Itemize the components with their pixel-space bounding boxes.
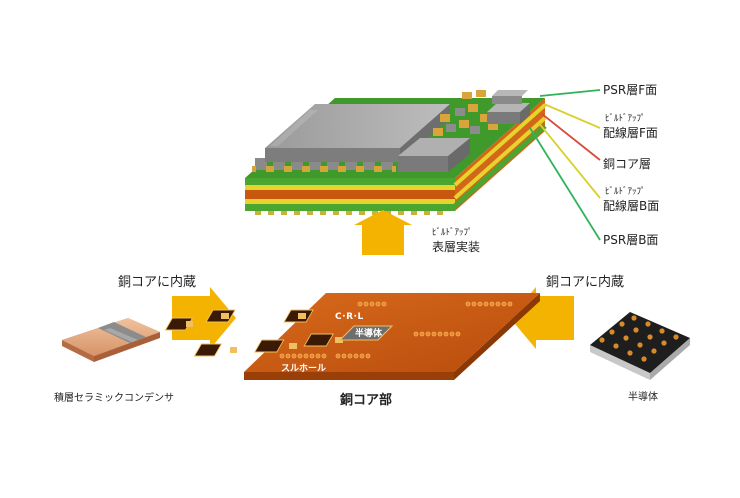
board-bottom-pads — [255, 211, 443, 215]
label-embed-right: 銅コアに内蔵 — [546, 275, 625, 290]
mid-ic-block — [398, 138, 470, 172]
label-through-hole: スルホール — [281, 364, 327, 374]
label-buildup-f-line1: ﾋﾞﾙﾄﾞｱｯﾌﾟ — [605, 114, 646, 124]
left-embed-arrow — [172, 287, 236, 349]
leader-psr-f — [539, 89, 601, 97]
leader-psr-b — [529, 127, 601, 241]
board-psr-b-edge — [245, 204, 455, 211]
mlcc-capacitor — [62, 318, 160, 362]
label-psr-f: PSR層F面 — [603, 83, 658, 97]
leader-buildup-f — [543, 103, 601, 129]
through-hole-pads — [279, 301, 513, 359]
board-core-edge — [245, 190, 455, 199]
buildup-board — [245, 90, 547, 215]
label-crl: C･R･L — [335, 312, 364, 322]
label-surface-mount-line2: 表層実装 — [432, 240, 481, 254]
board-psr-f-edge — [245, 178, 455, 185]
caption-mlcc: 積層セラミックコンデンサ — [54, 393, 174, 404]
copper-core-board — [164, 293, 540, 380]
leader-buildup-b — [537, 121, 601, 199]
crl-chips — [186, 313, 343, 353]
leader-copper-core — [541, 113, 601, 161]
large-ic-block — [265, 104, 450, 162]
semiconductor-package — [590, 312, 690, 380]
label-copper-core-layer: 銅コア層 — [603, 157, 652, 171]
right-ic-block — [487, 90, 530, 124]
caption-semiconductor: 半導体 — [628, 392, 658, 403]
label-embedded-semiconductor: 半導体 — [355, 329, 383, 339]
label-buildup-f-line2: 配線層F面 — [603, 126, 658, 140]
caption-copper-core: 銅コア部 — [340, 393, 393, 408]
label-embed-left: 銅コアに内蔵 — [118, 275, 197, 290]
embedded-semiconductor — [338, 325, 394, 341]
label-buildup-b-line1: ﾋﾞﾙﾄﾞｱｯﾌﾟ — [605, 187, 646, 197]
semiconductor-balls — [599, 315, 679, 362]
surface-mount-arrow — [354, 210, 412, 255]
label-surface-mount-line1: ﾋﾞﾙﾄﾞｱｯﾌﾟ — [432, 228, 473, 238]
board-buildup-f-edge — [245, 185, 455, 190]
label-psr-b: PSR層B面 — [603, 233, 659, 247]
board-buildup-b-edge — [245, 199, 455, 204]
leader-lines — [529, 89, 601, 241]
label-buildup-b-line2: 配線層B面 — [603, 199, 660, 213]
small-components — [433, 90, 498, 136]
